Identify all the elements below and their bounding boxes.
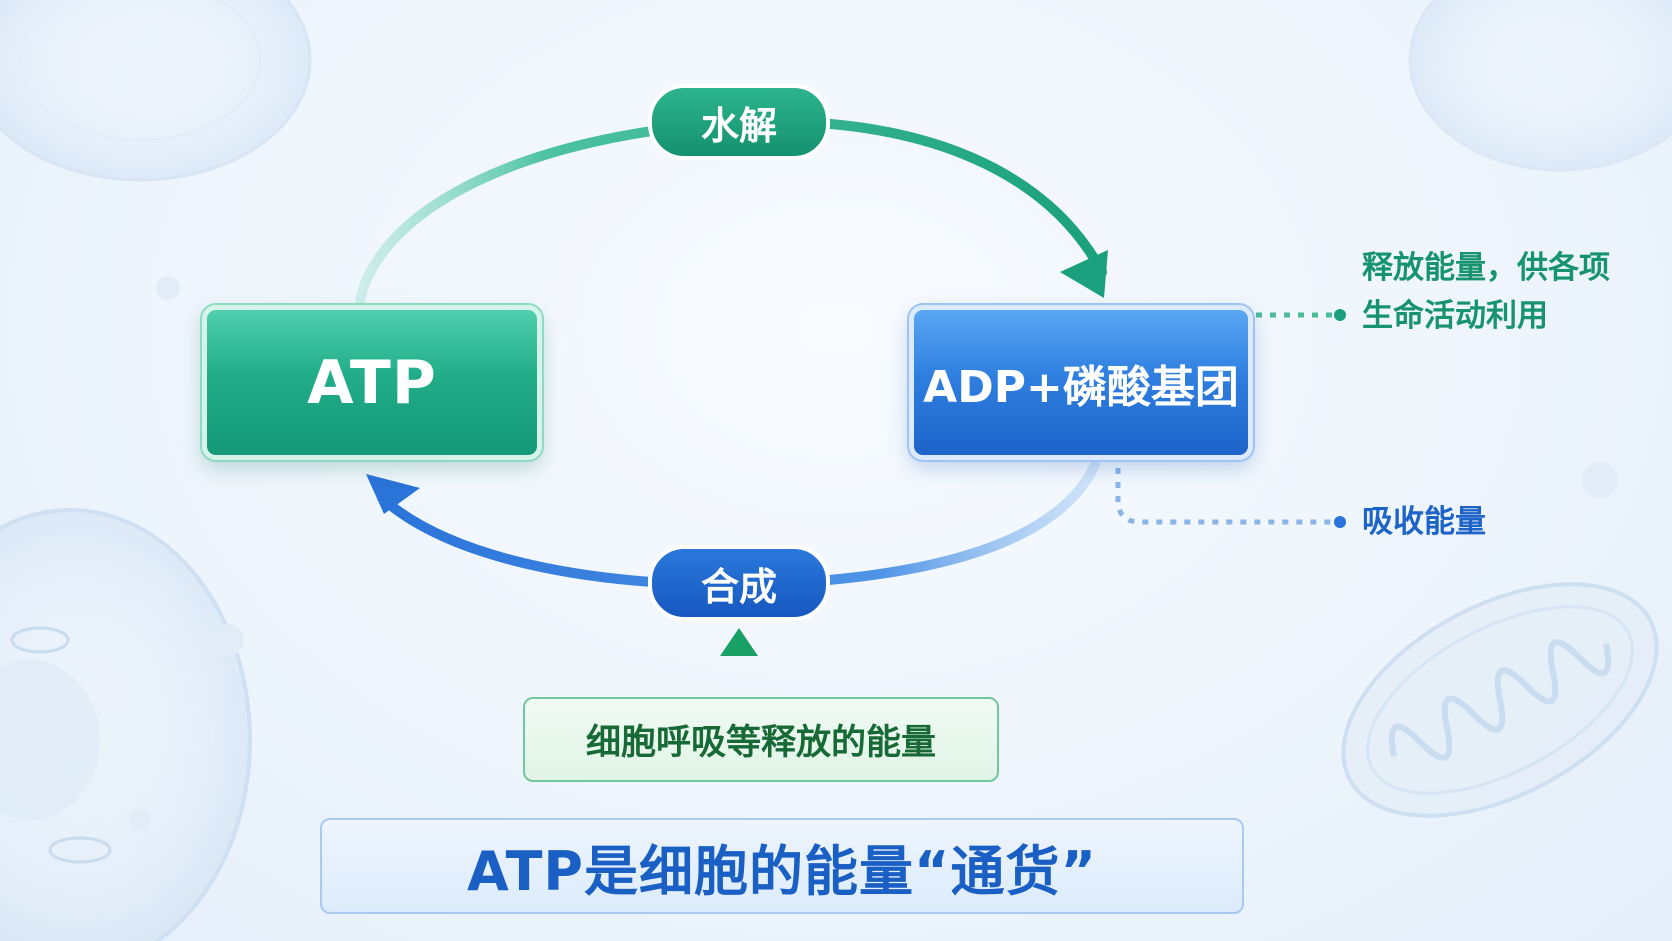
synthesis-text: 合成 [700, 564, 777, 609]
adp-phosphate-node: ADP+磷酸基团 [909, 305, 1253, 460]
summary-banner: ATP是细胞的能量“通货” [320, 818, 1244, 914]
energy-input-arrowhead [720, 628, 758, 656]
release-energy-note: 释放能量，供各项 生命活动利用 [1362, 244, 1610, 340]
energy-source-box: 细胞呼吸等释放的能量 [523, 697, 999, 782]
release-note-line1: 释放能量，供各项 [1362, 250, 1610, 286]
absorb-connector-dot [1334, 516, 1346, 528]
adp-label: ADP+磷酸基团 [923, 361, 1239, 413]
synthesis-label: 合成 [648, 545, 830, 621]
energy-source-text: 细胞呼吸等释放的能量 [585, 723, 936, 763]
bubble-decoration [1582, 462, 1618, 498]
absorb-energy-note: 吸收能量 [1362, 498, 1486, 546]
organelle-decoration [48, 836, 112, 864]
hydrolysis-label: 水解 [648, 84, 830, 160]
cell-decoration [1408, 0, 1672, 172]
atp-node: ATP [202, 305, 542, 460]
mitochondrion-decoration [1341, 582, 1659, 818]
summary-text: ATP是细胞的能量“通货” [467, 839, 1097, 903]
cell-decoration [19, 0, 261, 141]
cell-decoration [0, 0, 312, 182]
absorb-connector [1115, 468, 1338, 525]
hydrolysis-text: 水解 [700, 103, 777, 148]
release-connector-dot [1334, 309, 1346, 321]
hydrolysis-arrowhead [1060, 250, 1108, 298]
bubble-decoration [156, 276, 180, 300]
release-note-line2: 生命活动利用 [1362, 298, 1548, 334]
cell-nucleus-decoration [0, 660, 100, 820]
atp-label: ATP [307, 347, 437, 418]
cell-decoration [0, 508, 252, 941]
bubble-decoration [130, 810, 150, 830]
organelle-decoration [10, 626, 70, 654]
synthesis-arrowhead [366, 474, 420, 514]
bubble-decoration [212, 624, 244, 656]
absorb-note-text: 吸收能量 [1362, 504, 1486, 540]
